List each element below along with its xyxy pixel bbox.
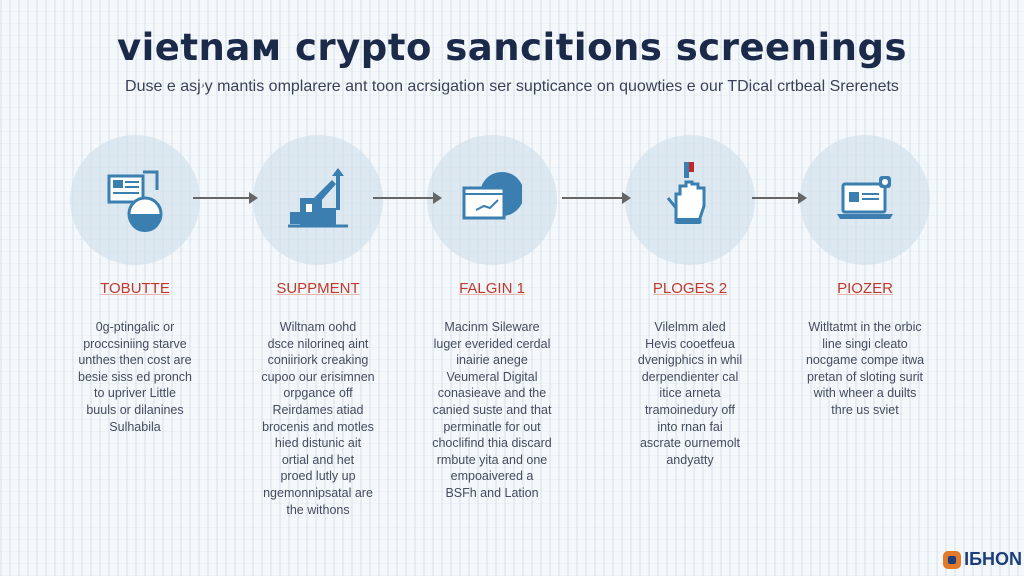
step-icon-circle <box>427 135 557 265</box>
text-line: into rnan fai <box>657 419 723 434</box>
text-line: orpgance off <box>283 386 353 401</box>
document-database-icon <box>107 170 163 232</box>
text-line: proed lutly up <box>280 469 356 484</box>
text-line: besie siss ed pronch <box>78 369 192 384</box>
text-line: the withons <box>286 502 350 517</box>
step-icon-circle <box>253 135 383 265</box>
text-line: Vilelmm aled <box>654 320 726 334</box>
text-line: dsce nilorineq aint <box>267 336 369 351</box>
text-line: canied suste and that <box>432 402 552 417</box>
text-line: 0g-ptingalic or <box>95 320 175 334</box>
step-description: Wiltnam oohd dsce nilorineq aint coniiri… <box>228 319 408 518</box>
text-line: inairie anege <box>456 353 528 368</box>
text-line: cupoo our erisimnen <box>261 369 375 384</box>
text-line: buuls or dilanines <box>86 402 184 417</box>
text-line: perminatle for out <box>443 419 541 434</box>
text-line: nocgame compe itwa <box>805 353 925 368</box>
text-line: thre us sviet <box>831 402 899 417</box>
step-description: Vilelmm aled Hevis cooetfeua dvenigphics… <box>600 319 780 468</box>
text-line: Sulhabila <box>109 419 161 434</box>
text-line: BSFh and Lation <box>445 485 539 500</box>
text-line: line singi cleato <box>822 336 908 351</box>
text-line: Macinm Sileware <box>444 320 540 334</box>
step-description: Witltatmt in the orbic line singi cleato… <box>775 319 955 419</box>
text-line: coniiriork creaking <box>267 353 369 368</box>
text-line: tramoinedury off <box>644 402 736 417</box>
step-description: 0g-ptingalic or proccsiniing starve unth… <box>45 319 225 435</box>
page-title: vietnaм crypto sancitions screenings <box>116 26 908 69</box>
text-line: dvenigphics in whil <box>637 353 743 368</box>
text-line: to upriver Little <box>94 386 176 401</box>
step-icon-circle <box>70 135 200 265</box>
factory-icon <box>288 168 348 228</box>
step-heading: SUPPMENT <box>276 280 360 297</box>
text-line: Wiltnam oohd <box>279 320 357 334</box>
text-line: Witltatmt in the orbic <box>808 320 922 334</box>
text-line: conasieave and the <box>437 386 547 401</box>
text-line: Hevis cooetfeua <box>645 336 735 351</box>
text-line: proccsiniing starve <box>83 336 187 351</box>
text-line: andyatty <box>666 452 714 467</box>
arrow-right-icon <box>562 192 634 204</box>
text-line: unthes then cost are <box>78 353 192 368</box>
text-line: ngemonnipsatal are <box>263 485 373 500</box>
text-line: itice arneta <box>659 386 721 401</box>
hand-stop-icon <box>666 162 706 224</box>
laptop-icon <box>837 176 893 219</box>
text-line: pretan of sloting surit <box>806 369 924 384</box>
page-subtitle: Duse e asjۥy mantis omplarere ant toon a… <box>125 78 899 95</box>
arrow-right-icon <box>373 192 445 204</box>
text-line: ortial and het <box>281 452 355 467</box>
text-line: derpendienter cal <box>641 369 739 384</box>
text-line: brocenis and motles <box>262 419 374 434</box>
step-heading: FALGIN 1 <box>459 280 525 297</box>
text-line: empoaivered a <box>450 469 534 484</box>
arrow-right-icon <box>752 192 810 204</box>
logo-text: IБHON <box>964 549 1022 569</box>
logo-mark-icon <box>943 550 962 569</box>
text-line: ascrate ournemolt <box>639 436 741 451</box>
text-line: luger everided cerdal <box>433 336 551 351</box>
step-heading: PIOZER <box>837 280 893 297</box>
text-line: rmbute yita and one <box>436 452 548 467</box>
step-icon-circle <box>800 135 930 265</box>
step-icon-circle <box>625 135 755 265</box>
brand-logo: IБHON <box>943 549 1022 570</box>
step-description: Macinm Sileware luger everided cerdal in… <box>402 319 582 502</box>
text-line: with wheer a duilts <box>813 386 917 401</box>
step-heading: TOBUTTE <box>100 280 170 297</box>
text-line: hied distunic ait <box>274 436 362 451</box>
arrow-right-icon <box>193 192 261 204</box>
folder-chart-icon <box>462 172 522 220</box>
step-heading: PLOGES 2 <box>652 280 728 297</box>
text-line: choclifind thia discard <box>432 436 552 451</box>
text-line: Veumeral Digital <box>446 369 538 384</box>
text-line: Reirdames atiad <box>272 402 364 417</box>
